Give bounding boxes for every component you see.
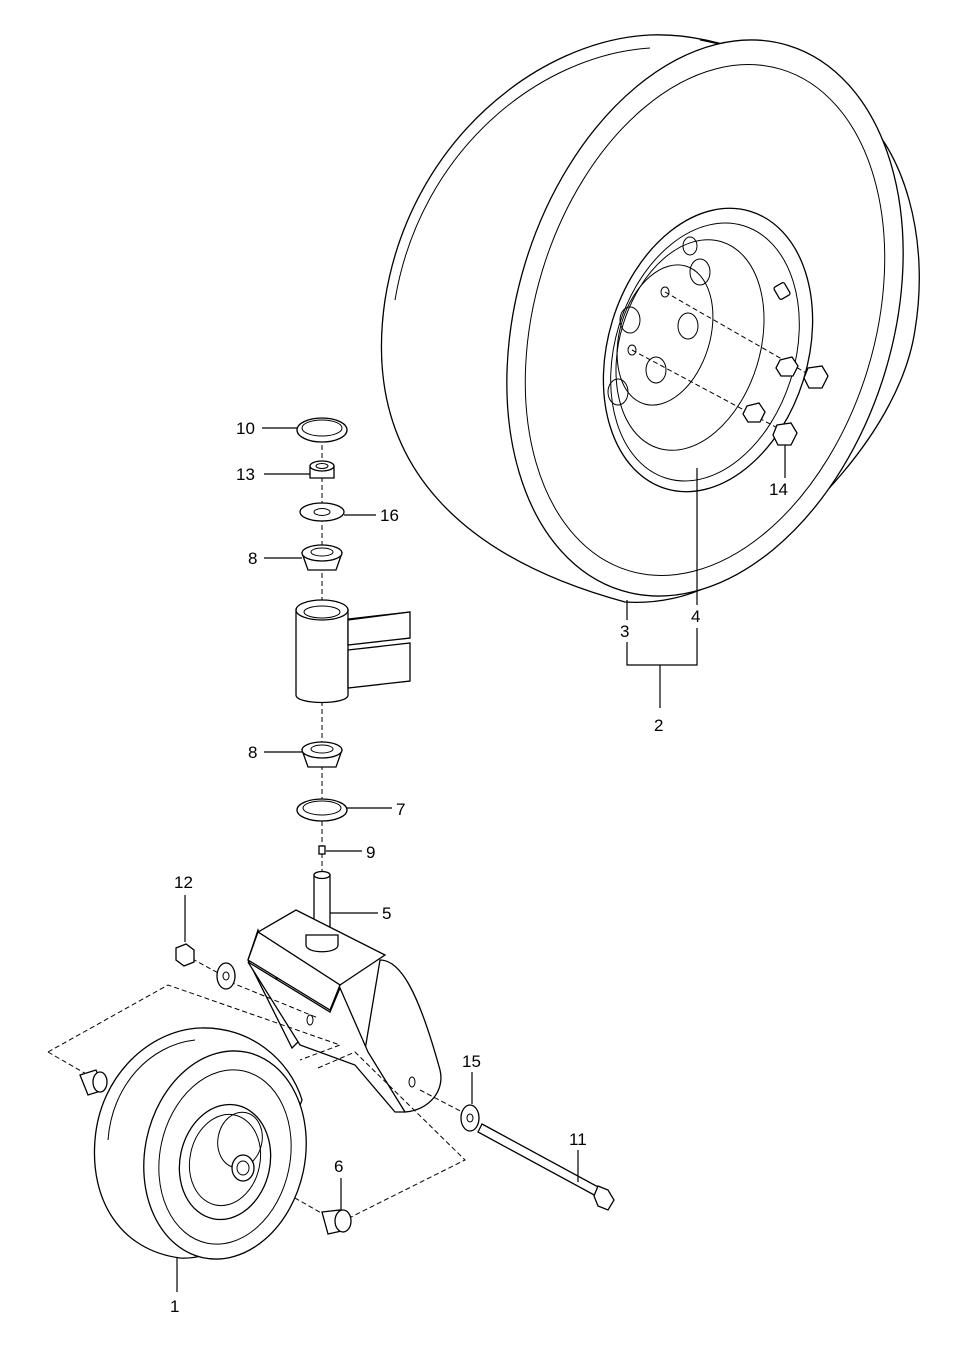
callout-15: 15 (462, 1052, 481, 1071)
caster-fork (247, 909, 442, 1113)
fork-side-panel (247, 961, 407, 1113)
callout-8a: 8 (248, 549, 257, 568)
lock-nut (175, 943, 195, 967)
large-rim-hub (616, 264, 714, 406)
flat-washer (299, 502, 345, 522)
small-rim-bore-inner (236, 1160, 250, 1176)
callout-labels: 1 2 3 4 5 6 7 8 8 9 10 11 12 13 14 15 16 (170, 419, 788, 1316)
upper-bearing-bore (310, 547, 334, 557)
callout-6: 6 (334, 1157, 343, 1176)
assembly-line (419, 1089, 469, 1116)
rim-hole (677, 312, 699, 340)
callout-12: 12 (174, 873, 193, 892)
castle-nut-top (309, 460, 335, 472)
rim-hole (607, 378, 629, 406)
small-rim-bore (231, 1154, 255, 1182)
small-tire-tread (107, 1039, 196, 1141)
callout-4: 4 (691, 607, 700, 626)
spindle-collar-base (305, 934, 339, 953)
small-rim-inner (188, 1113, 262, 1207)
callout-11: 11 (569, 1130, 587, 1149)
axle-bolt-head (593, 1185, 615, 1211)
grease-fitting (318, 845, 326, 855)
rim-hole (689, 258, 711, 286)
rim-stud-hole (660, 286, 670, 298)
callout-5: 5 (382, 904, 391, 923)
lug-nut (775, 356, 799, 377)
large-rim-well (615, 239, 765, 451)
dust-cap-inner (301, 419, 343, 437)
axle-washer (460, 1104, 480, 1132)
callout-1: 1 (170, 1297, 179, 1316)
fork-axle-hole (408, 1076, 416, 1088)
seal-ring-inner (302, 800, 342, 816)
callout-14: 14 (769, 480, 788, 499)
spindle-housing-top (295, 599, 349, 621)
upper-bearing-top (301, 544, 343, 562)
large-rim-lip (610, 222, 800, 482)
assembly-line (317, 1051, 466, 1221)
rim-hole (682, 236, 698, 256)
lug-nut (742, 402, 766, 423)
callout-8b: 8 (248, 743, 257, 762)
lug-nut (772, 422, 798, 446)
callout-7: 7 (396, 800, 405, 819)
bracket-2 (626, 628, 698, 708)
callout-10: 10 (236, 419, 255, 438)
small-tire-face-inner (158, 1069, 292, 1245)
wheel-spacer-end (334, 1209, 352, 1233)
lug-nut (803, 365, 829, 389)
lower-bearing-bore (310, 744, 334, 754)
assembly-line (184, 954, 223, 976)
large-tire-sidewall-line (394, 47, 651, 301)
rim-stud-hole (627, 344, 637, 356)
lower-bearing-top (301, 741, 343, 759)
callout-13: 13 (236, 465, 255, 484)
fork-axle-hole (306, 1014, 314, 1026)
callout-3: 3 (620, 622, 629, 641)
flat-washer-hole (313, 508, 331, 516)
large-wheel-assembly (380, 34, 920, 708)
spindle-stack (262, 417, 411, 953)
valve-stem (773, 282, 791, 300)
spindle-housing-tube (295, 609, 349, 704)
seal-ring (296, 798, 348, 822)
castle-nut-bore (315, 463, 329, 469)
callout-16: 16 (380, 506, 399, 525)
axle-spacer-end (92, 1071, 108, 1093)
fork-plate-right (364, 959, 442, 1113)
small-wheel-assembly (47, 895, 615, 1292)
spindle-shaft-tip (313, 870, 331, 880)
assembly-line (47, 984, 342, 1061)
spindle-housing-bore (303, 605, 341, 619)
fork-washer (216, 962, 236, 990)
large-tire-face-inner (524, 64, 886, 576)
fork-washer-hole (222, 971, 230, 981)
spindle-housing-crossbar (347, 611, 411, 689)
callout-9: 9 (366, 843, 375, 862)
dust-cap (296, 417, 348, 443)
rim-hole (619, 306, 641, 334)
fork-front-face (247, 931, 341, 1011)
callout-2: 2 (654, 716, 663, 735)
rim-hole (645, 356, 667, 384)
axle-washer-hole (466, 1113, 474, 1123)
